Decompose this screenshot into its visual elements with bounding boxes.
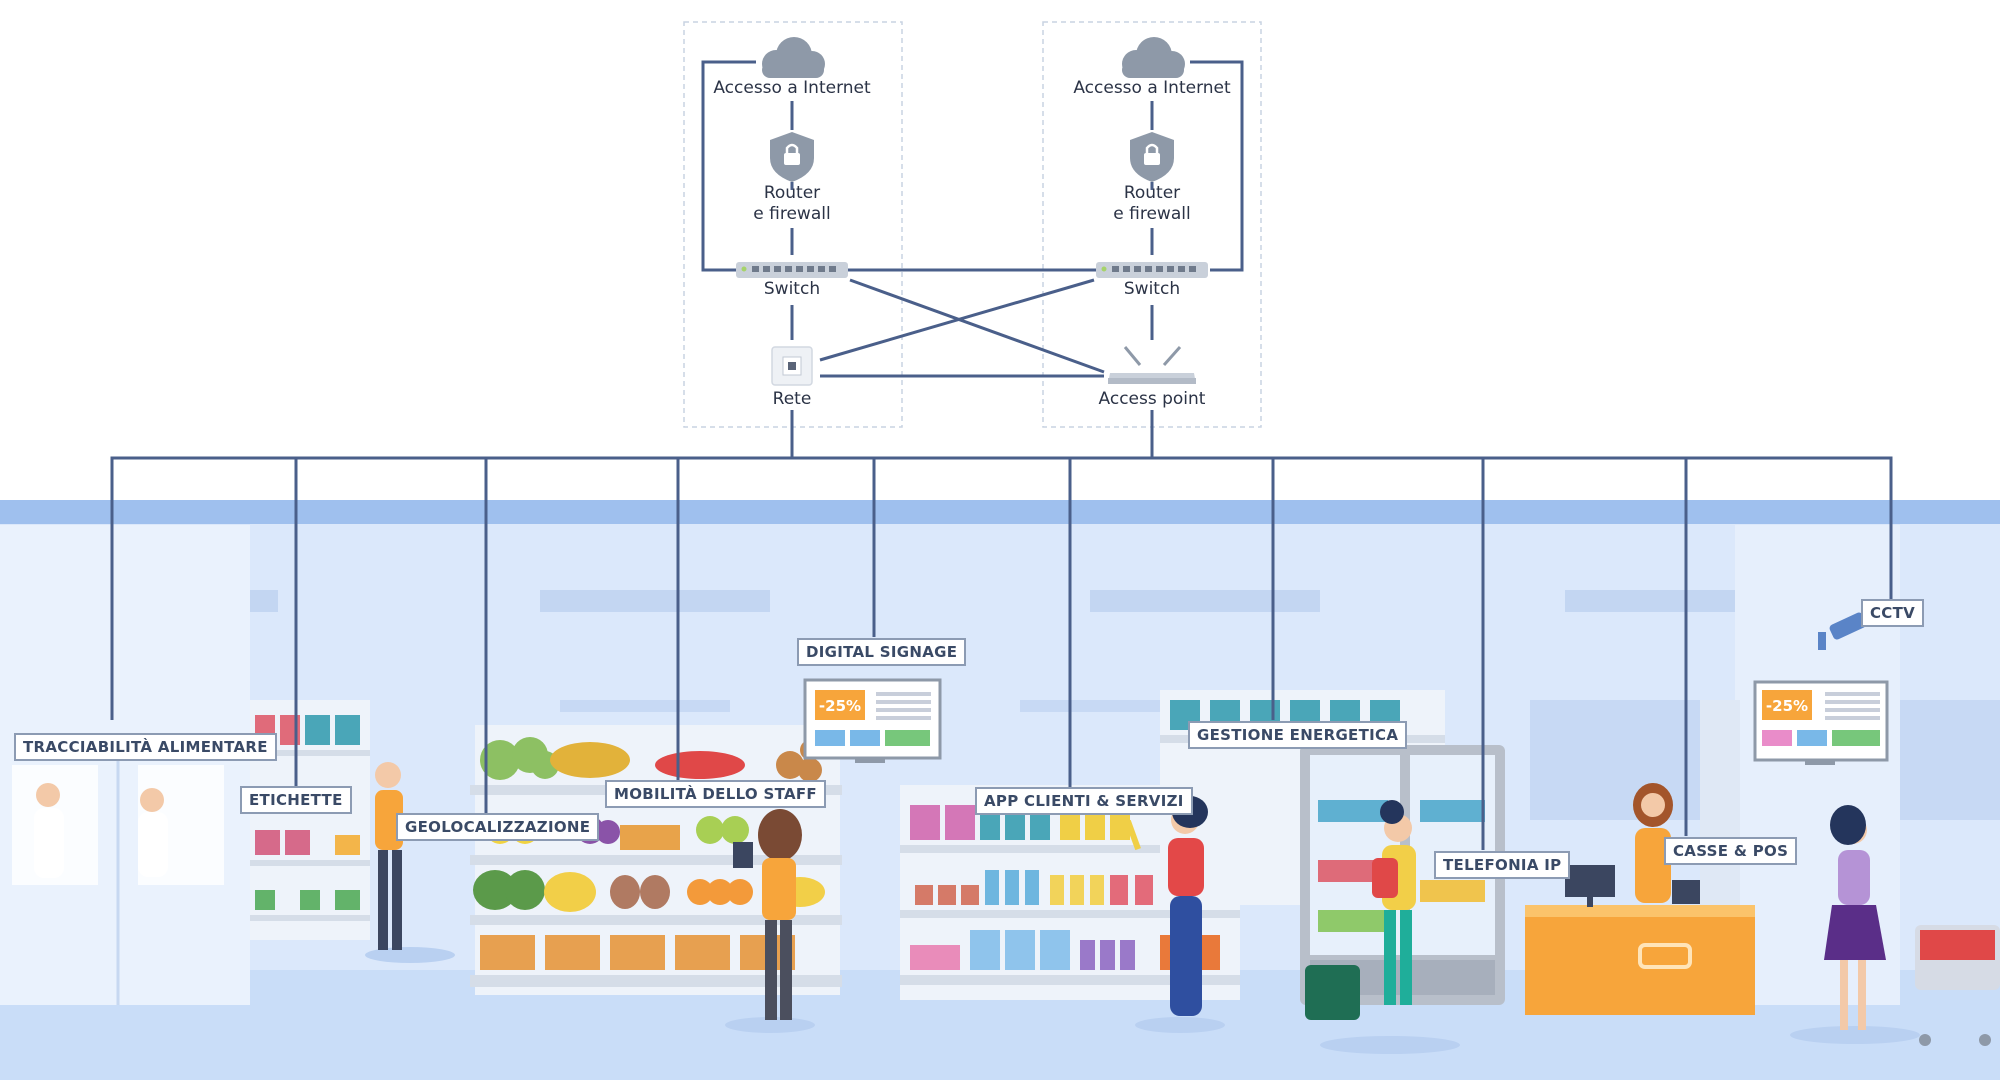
right-router-label-line1: Router xyxy=(1123,183,1181,203)
tag-geolocation: GEOLOCALIZZAZIONE xyxy=(396,813,600,841)
tag-ip-telephony: TELEFONIA IP xyxy=(1434,851,1571,879)
switch-icon xyxy=(736,262,848,278)
access-point-label: Access point xyxy=(1098,389,1206,409)
people xyxy=(34,762,2000,1054)
right-switch-label: Switch xyxy=(1123,279,1181,299)
cloud-icon xyxy=(1122,37,1185,78)
tag-food-traceability: TRACCIABILITÀ ALIMENTARE xyxy=(14,733,277,761)
access-point-icon xyxy=(1108,346,1196,384)
tag-staff-mobility: MOBILITÀ DELLO STAFF xyxy=(605,780,826,808)
signage-screen-left xyxy=(803,678,942,763)
left-internet-label: Accesso a Internet xyxy=(713,78,871,98)
tag-customer-apps: APP CLIENTI & SERVIZI xyxy=(975,787,1193,815)
right-router-label-line2: e firewall xyxy=(1113,204,1191,224)
person-shopper-cart xyxy=(1790,805,2000,1046)
person-shopper-basket xyxy=(1305,800,1460,1054)
tag-energy-management: GESTIONE ENERGETICA xyxy=(1188,721,1408,749)
person-staff-chef xyxy=(34,783,168,878)
signage-right-discount: -25% xyxy=(1766,697,1808,715)
switch-icon xyxy=(1096,262,1208,278)
tag-labels: ETICHETTE xyxy=(240,786,352,814)
right-internet-label: Accesso a Internet xyxy=(1073,78,1231,98)
produce-shelf xyxy=(470,725,842,995)
cctv-camera-icon xyxy=(1818,612,1867,650)
network-links xyxy=(110,60,1893,850)
rete-label: Rete xyxy=(772,389,812,409)
signage-screen-right xyxy=(1753,680,1889,765)
checkout-counter xyxy=(1525,700,1755,1015)
tag-cash-pos: CASSE & POS xyxy=(1664,837,1798,865)
left-switch-label: Switch xyxy=(763,279,821,299)
signage-left-discount: -25% xyxy=(819,697,861,715)
left-router-label-line1: Router xyxy=(763,183,821,203)
person-staff-tablet xyxy=(725,809,815,1033)
tag-cctv: CCTV xyxy=(1861,599,1925,627)
left-router-label-line2: e firewall xyxy=(753,204,831,224)
person-geolocation xyxy=(365,762,455,963)
shield-lock-icon xyxy=(1130,132,1174,182)
network-port-icon xyxy=(771,346,813,386)
person-customer-app xyxy=(1125,796,1225,1033)
cloud-icon xyxy=(762,37,825,78)
person-cashier xyxy=(1633,783,1673,903)
tag-digital-signage: DIGITAL SIGNAGE xyxy=(797,638,967,666)
shield-lock-icon xyxy=(770,132,814,182)
